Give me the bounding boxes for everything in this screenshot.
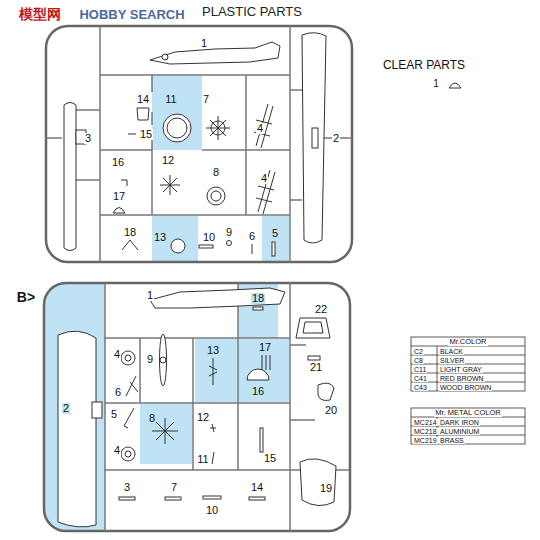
callout-number: 13 [206, 345, 220, 356]
table-cell: DARK IRON [439, 419, 480, 426]
callout-number: 6 [248, 231, 256, 242]
callout-number: 14 [250, 482, 264, 493]
callout-number: 20 [324, 405, 338, 416]
callout-number: 1 [146, 290, 154, 301]
callout-number: 21 [309, 362, 323, 373]
table-cell: WOOD BROWN [439, 384, 492, 391]
callout-number: 8 [212, 167, 220, 178]
callout-number: 3 [84, 133, 92, 144]
callout-number: 4 [260, 173, 268, 184]
callout-number: 2 [62, 403, 70, 414]
callout-number: 5 [110, 409, 118, 420]
table-cell: RED BROWN [439, 375, 485, 382]
callout-number: 6 [114, 387, 122, 398]
callout-number: 12 [196, 412, 210, 423]
callout-number: 12 [161, 155, 175, 166]
table-cell: Mr.COLOR [448, 338, 487, 346]
sheet-title: PLASTIC PARTS [201, 5, 303, 18]
callout-number: 22 [314, 304, 328, 315]
table-cell: C41 [413, 375, 428, 382]
callout-number: 18 [251, 293, 265, 304]
callout-number: 4 [256, 123, 264, 134]
table-cell: BRASS [439, 437, 465, 444]
callout-number: 4 [113, 349, 121, 360]
callout-number: 1 [432, 79, 440, 89]
callout-number: 1 [200, 38, 208, 49]
heading-text: CLEAR PARTS [382, 59, 466, 71]
table-cell: MC219 [413, 437, 438, 444]
table-cell: ALUMINIUM [439, 428, 480, 435]
callout-number: 7 [170, 482, 178, 493]
heading-text: 模型网 [18, 7, 62, 21]
callout-number: 15 [263, 453, 277, 464]
callout-number: 9 [225, 227, 233, 238]
callout-number: 11 [196, 454, 209, 465]
table-cell: MC218 [413, 428, 438, 435]
table-cell: C2 [413, 348, 424, 355]
callout-number: 10 [205, 505, 219, 516]
callout-number: 5 [271, 228, 279, 239]
table-cell: Mr. METAL COLOR [434, 409, 501, 417]
table-cell: LIGHT GRAY [439, 366, 483, 373]
callout-number: 14 [136, 94, 150, 105]
table-cell: SILVER [439, 357, 465, 364]
callout-number: 18 [123, 227, 137, 238]
callout-number: 3 [123, 482, 131, 493]
callout-number: 10 [202, 232, 216, 243]
callout-number: 9 [146, 354, 154, 365]
table-cell: C11 [413, 366, 427, 373]
callout-number: 16 [251, 386, 265, 397]
callout-number: 2 [332, 133, 340, 144]
heading-text: HOBBY SEARCH [78, 8, 185, 21]
callout-number: 16 [111, 157, 125, 168]
callout-number: 19 [319, 483, 333, 494]
table-cell: BLACK [439, 348, 464, 355]
callout-number: B> [16, 290, 36, 304]
callout-number: 8 [148, 413, 156, 424]
callout-number: 11 [164, 94, 177, 105]
table-cell: C8 [413, 357, 424, 364]
callout-number: 17 [112, 191, 126, 202]
callout-number: 15 [139, 129, 153, 140]
table-cell: C43 [413, 384, 428, 391]
callout-number: 17 [258, 342, 272, 353]
table-cell: MC214 [413, 419, 438, 426]
callout-number: 4 [113, 445, 121, 456]
callout-number: 13 [153, 232, 167, 243]
callout-number: 7 [202, 94, 210, 105]
